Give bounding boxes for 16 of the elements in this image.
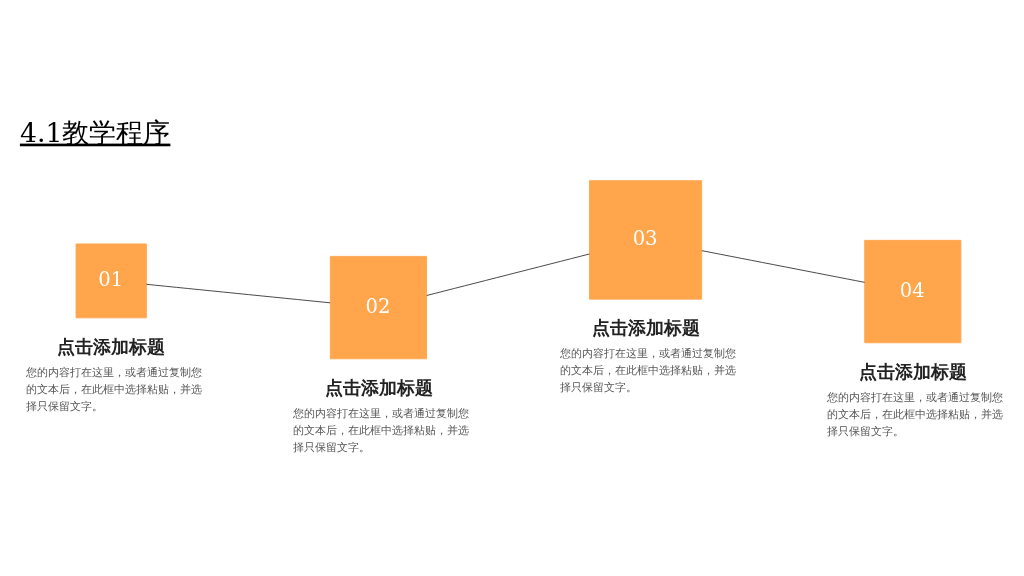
node-label: 点击添加标题 bbox=[324, 376, 433, 398]
node-box: 02 bbox=[329, 255, 427, 359]
node-label: 点击添加标题 bbox=[57, 335, 166, 357]
node-box: 03 bbox=[589, 179, 703, 300]
node-box: 01 bbox=[75, 242, 147, 318]
node-label: 您的内容打在这里，或者通过复制您的文本后，在此框中选择粘贴，并选择只保留文字。 bbox=[827, 390, 1004, 438]
node-label: 点击添加标题 bbox=[858, 360, 967, 382]
node-label: 点击添加标题 bbox=[591, 316, 700, 338]
node-label: 您的内容打在这里，或者通过复制您的文本后，在此框中选择粘贴，并选择只保留文字。 bbox=[560, 346, 737, 394]
connector bbox=[146, 283, 331, 303]
node-label: 您的内容打在这里，或者通过复制您的文本后，在此框中选择粘贴，并选择只保留文字。 bbox=[25, 365, 202, 413]
node-label: 您的内容打在这里，或者通过复制您的文本后，在此框中选择粘贴，并选择只保留文字。 bbox=[292, 406, 469, 454]
connector bbox=[426, 253, 590, 296]
connector bbox=[701, 249, 866, 283]
diagram-title: 4.1教学程序 bbox=[19, 116, 171, 148]
node-box: 04 bbox=[864, 239, 962, 343]
